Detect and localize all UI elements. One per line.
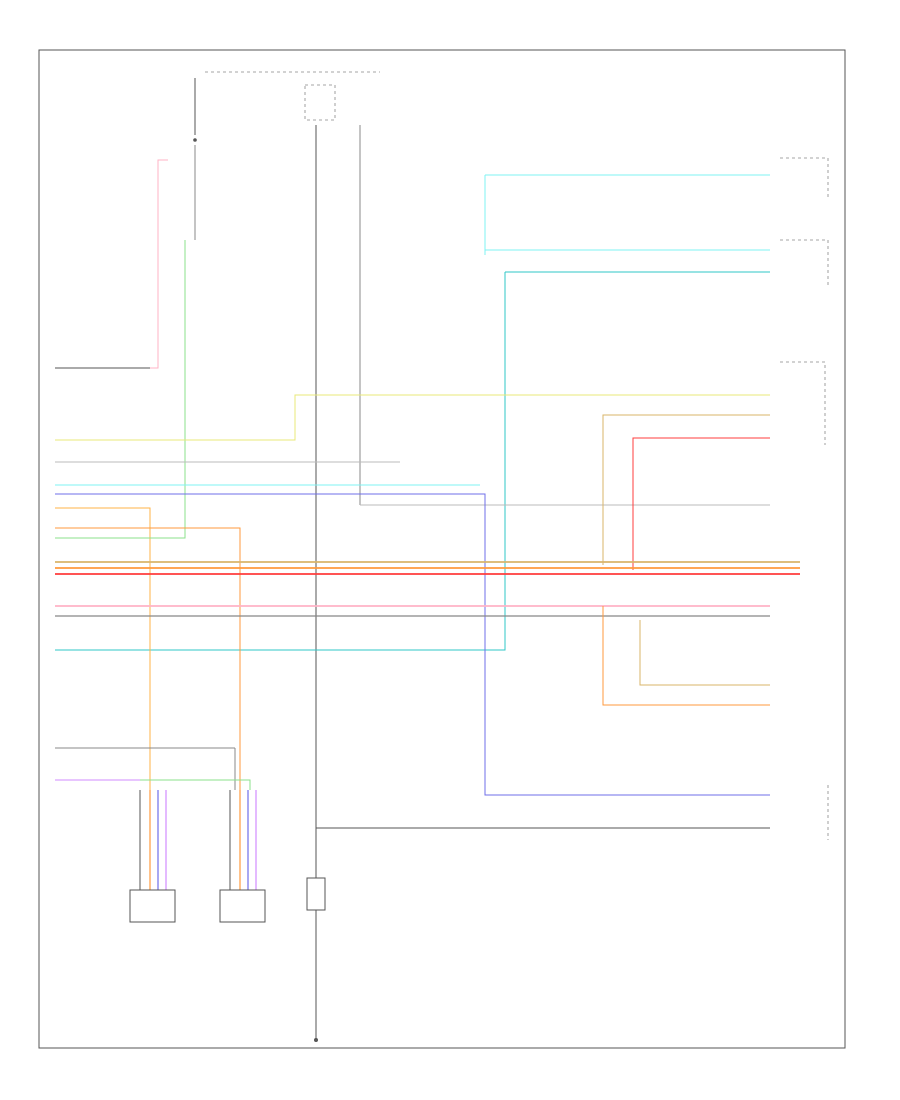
sensor-box-right xyxy=(219,889,266,923)
pink-wire xyxy=(150,159,168,369)
right-module-1-outline xyxy=(780,157,829,200)
sensor-pigtails xyxy=(139,790,257,890)
green-wire-low xyxy=(55,530,186,539)
right-module-3-outline xyxy=(780,361,826,445)
ground-point xyxy=(314,1038,318,1042)
right-module-2-outline xyxy=(780,239,829,285)
fuse-block-top xyxy=(193,71,380,240)
tan-lower-wire xyxy=(639,620,770,686)
blue-wire xyxy=(55,493,770,796)
diagram-frame xyxy=(38,49,846,1049)
green-lower-wire xyxy=(140,779,251,790)
sensor-box-left xyxy=(129,889,176,923)
orange-lower-wire xyxy=(602,606,770,706)
red-wire-right xyxy=(632,437,770,570)
teal-wire xyxy=(55,271,770,651)
splice-node xyxy=(193,138,197,142)
orange-wire-sensor-2 xyxy=(55,527,241,790)
yellow-wire xyxy=(55,394,770,441)
cyan-wire-top xyxy=(484,174,770,255)
top-module-outline xyxy=(304,84,336,121)
tan-wire-right xyxy=(602,414,770,565)
resistor-box xyxy=(306,877,326,911)
orange-wire-sensor xyxy=(55,507,151,790)
